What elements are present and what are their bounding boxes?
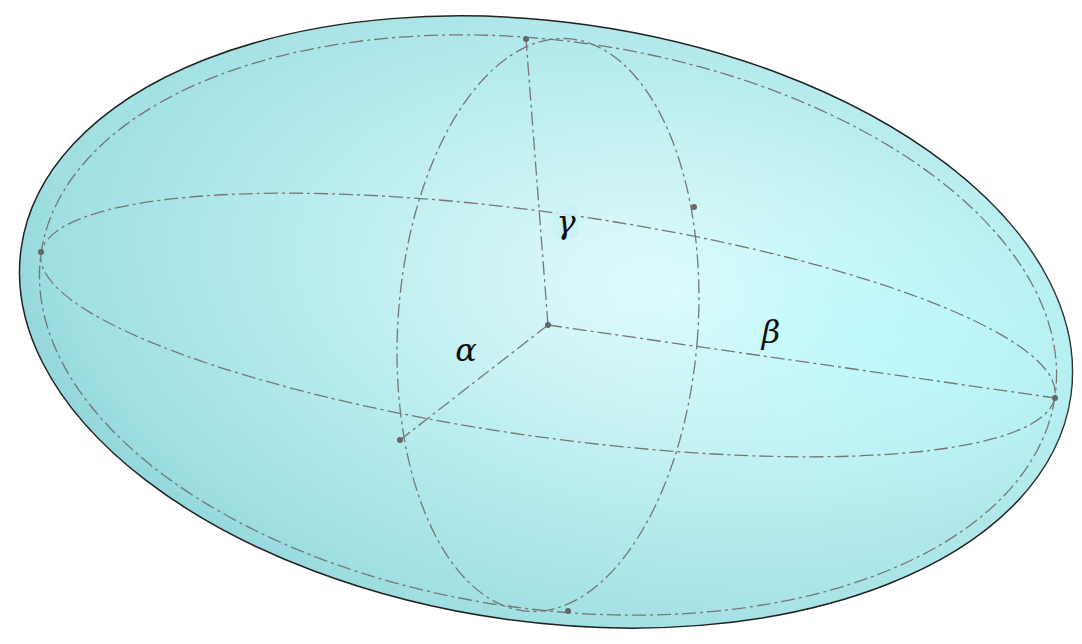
gamma-axis	[526, 39, 548, 325]
beta-axis	[548, 325, 1055, 398]
axis-dot	[1052, 395, 1058, 401]
axis-dot	[691, 204, 697, 210]
center-dot	[545, 322, 551, 328]
axis-dot	[397, 437, 403, 443]
axis-dot	[565, 608, 571, 614]
axis-label: γ	[553, 205, 578, 239]
alpha-axis	[400, 325, 548, 440]
alpha-gamma-meridian	[378, 28, 717, 622]
axis-dot	[523, 36, 529, 42]
axis-label: α	[452, 333, 480, 367]
axis-dot	[38, 249, 44, 255]
equator-curve	[25, 143, 1070, 507]
axis-label: β	[759, 315, 784, 349]
